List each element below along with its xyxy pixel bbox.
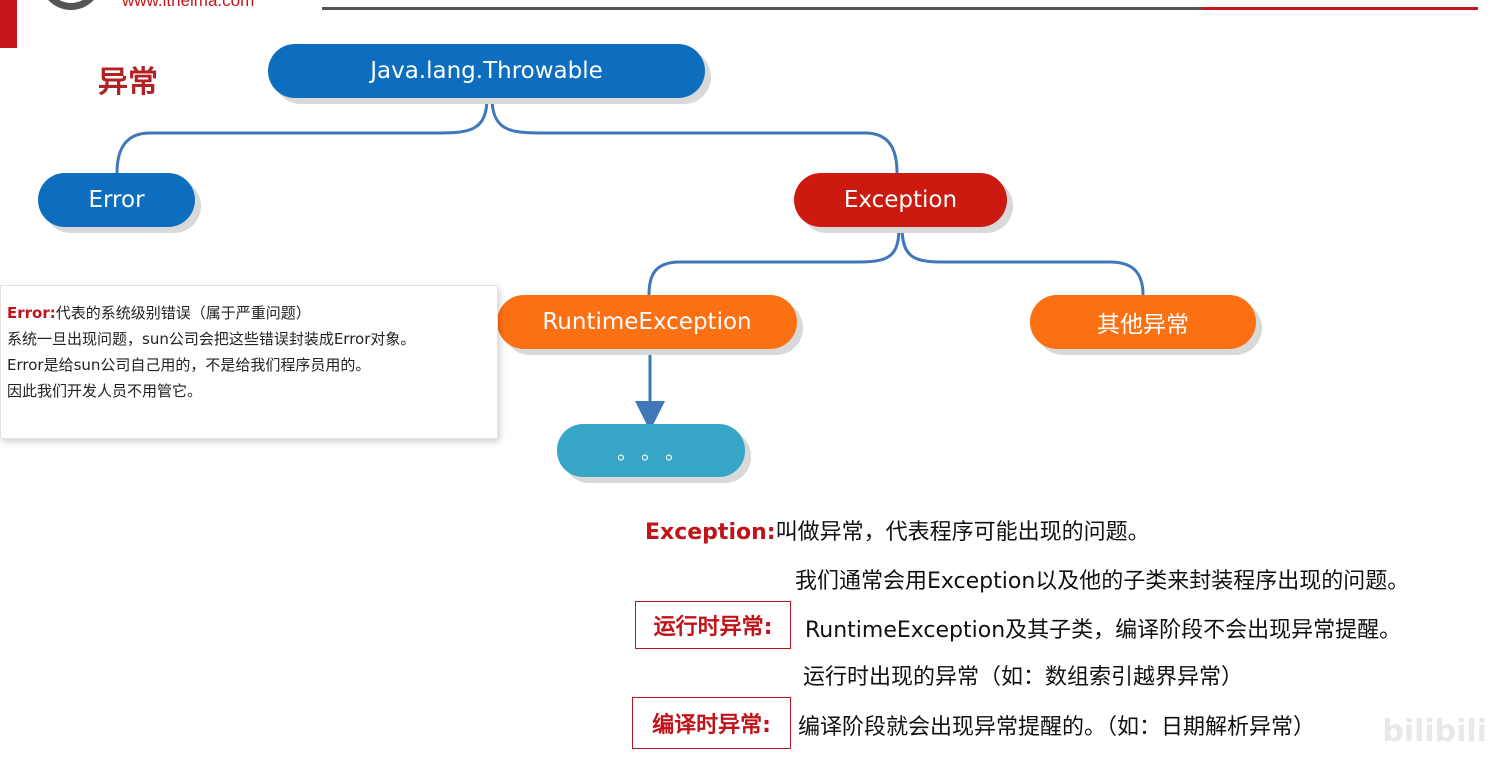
error-note-box: Error:代表的系统级别错误（属于严重问题） 系统一旦出现问题，sun公司会把… bbox=[0, 285, 498, 439]
node-other-exceptions: 其他异常 bbox=[1030, 295, 1256, 349]
runtime-desc-line-1: RuntimeException及其子类，编译阶段不会出现异常提醒。 bbox=[805, 618, 1402, 643]
node-error: Error bbox=[38, 173, 195, 227]
error-note-line-3: Error是给sun公司自己用的，不是给我们程序员用的。 bbox=[7, 356, 371, 374]
error-note-line-1: Error:代表的系统级别错误（属于严重问题） bbox=[7, 304, 311, 322]
error-note-line-4: 因此我们开发人员不用管它。 bbox=[7, 382, 203, 400]
connector-throwable-exception bbox=[490, 97, 899, 174]
node-more: 。。。 bbox=[557, 424, 745, 477]
red-tab-marker bbox=[0, 0, 17, 48]
node-exception: Exception bbox=[794, 173, 1007, 227]
logo-url: www.itheima.com bbox=[122, 0, 255, 10]
runtime-desc-line-2: 运行时出现的异常（如：数组索引越界异常） bbox=[803, 665, 1244, 690]
connector-exception-runtime bbox=[647, 226, 901, 296]
connector-exception-other bbox=[900, 226, 1145, 296]
watermark: bilibili bbox=[1382, 714, 1487, 749]
runtime-exception-label: 运行时异常: bbox=[635, 601, 791, 649]
node-runtime-exception: RuntimeException bbox=[497, 295, 797, 349]
header-divider-accent bbox=[1202, 7, 1478, 10]
exception-desc-line-1: Exception:叫做异常，代表程序可能出现的问题。 bbox=[645, 520, 1150, 545]
compile-exception-label: 编译时异常: bbox=[632, 697, 791, 749]
node-throwable: Java.lang.Throwable bbox=[268, 44, 705, 98]
exception-desc-line-2: 我们通常会用Exception以及他的子类来封装程序出现的问题。 bbox=[795, 569, 1410, 594]
page-title: 异常 bbox=[98, 65, 158, 100]
connector-throwable-error bbox=[115, 97, 489, 174]
compile-desc-line-1: 编译阶段就会出现异常提醒的。（如：日期解析异常） bbox=[798, 715, 1316, 740]
error-note-line-2: 系统一旦出现问题，sun公司会把这些错误封装成Error对象。 bbox=[7, 330, 416, 348]
error-note-label: Error: bbox=[7, 304, 56, 322]
exception-desc-label: Exception: bbox=[645, 520, 776, 545]
header-divider bbox=[322, 7, 1202, 10]
